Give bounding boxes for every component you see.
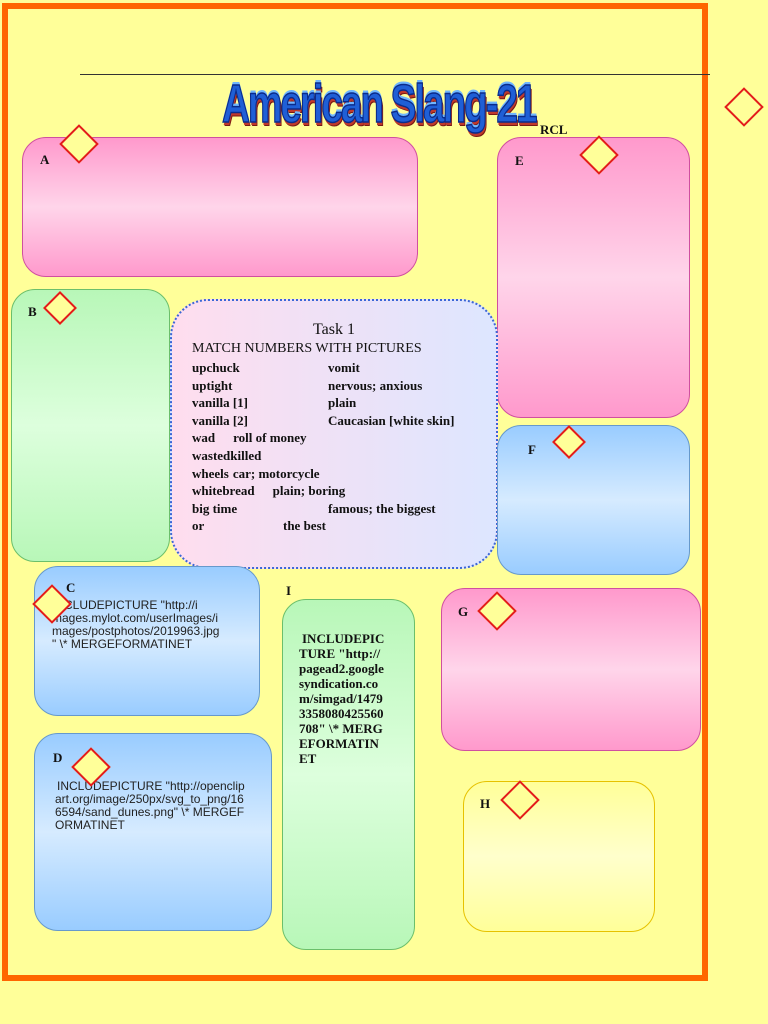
box-label-a: A	[40, 152, 50, 167]
picture-box-h: H	[463, 781, 655, 932]
box-label-g: G	[458, 604, 469, 619]
vocab-definition: Caucasian [white skin]	[328, 412, 455, 428]
box-label-i: I	[286, 583, 292, 598]
picture-box-e: E	[497, 137, 690, 418]
vocab-row: whitebread plain; boring	[192, 482, 492, 500]
picture-box-i: INCLUDEPIC TURE "http:// pagead2.google …	[282, 599, 415, 950]
author-initials: RCL	[540, 122, 568, 137]
vocab-definition: vomit	[328, 360, 360, 375]
picture-box-f: F	[497, 425, 690, 575]
field-line: m/simgad/1479	[299, 691, 383, 706]
field-line: INCLUDEPICTURE "http://i	[52, 598, 198, 612]
box-label-d: D	[53, 750, 63, 765]
vocab-definition: the best	[283, 518, 326, 534]
field-line: " \* MERGEFORMATINET	[52, 637, 193, 651]
picture-box-b: B	[11, 289, 170, 562]
image-field-code-i: INCLUDEPIC TURE "http:// pagead2.google …	[299, 631, 384, 766]
vocab-term: uptight	[192, 377, 233, 393]
page-border	[2, 3, 708, 981]
vocab-list: upchuck vomit uptight nervous; anxious van…	[192, 359, 492, 535]
vocab-term: wad	[192, 430, 216, 446]
vocab-row: vanilla [2] Caucasian [white skin]	[192, 412, 492, 430]
vocab-term: wheels	[192, 465, 229, 481]
box-label-b: B	[28, 304, 37, 319]
task-heading: Task 1	[313, 321, 355, 338]
field-line: mages/postphotos/2019963.jpg	[52, 624, 220, 638]
vocab-term: whitebread	[192, 483, 255, 499]
vocab-term: or	[192, 518, 205, 534]
vocab-term: vanilla [2]	[192, 412, 248, 428]
vocab-term: wasted	[192, 447, 231, 463]
image-field-code-d: INCLUDEPICTURE "http://openclip art.org/…	[55, 780, 245, 832]
box-label-c: C	[66, 580, 76, 595]
vocab-term: upchuck	[192, 360, 240, 375]
vocab-definition: roll of money	[233, 430, 307, 446]
field-line: EFORMATIN	[299, 736, 379, 751]
vocab-row: upchuck vomit	[192, 359, 492, 377]
field-line: TURE "http://	[299, 646, 381, 661]
picture-box-a: A	[22, 137, 418, 277]
picture-box-d: D INCLUDEPICTURE "http://openclip art.or…	[34, 733, 272, 931]
vocab-row: wad roll of money	[192, 429, 492, 447]
vocab-definition: plain; boring	[272, 483, 346, 499]
header-rule	[80, 74, 710, 75]
field-line: ET	[299, 751, 317, 766]
task-instruction: MATCH NUMBERS WITH PICTURES	[192, 341, 422, 356]
field-line: 6594/sand_dunes.png" \* MERGEF	[55, 805, 245, 819]
vocab-term: big time	[192, 500, 238, 516]
vocab-definition: car; motorcycle	[232, 465, 320, 481]
picture-box-c: C INCLUDEPICTURE "http://i mages.mylot.c…	[34, 566, 260, 716]
field-line: INCLUDEPIC	[302, 631, 385, 646]
vocab-definition: nervous; anxious	[328, 377, 423, 393]
task-panel: Task 1 MATCH NUMBERS WITH PICTURES upchu…	[170, 299, 498, 569]
vocab-row: or the best	[192, 517, 492, 535]
vocab-definition: plain	[328, 395, 357, 411]
vocab-row: big time famous; the biggest	[192, 500, 492, 518]
field-line: 708" \* MERG	[299, 721, 383, 736]
field-line: 3358080425560	[299, 706, 384, 721]
box-label-e: E	[515, 153, 524, 168]
field-line: art.org/image/250px/svg_to_png/16	[55, 792, 244, 806]
diamond-marker-margin	[724, 87, 764, 127]
vocab-definition: famous; the biggest	[328, 500, 436, 516]
field-line: ORMATINET	[55, 818, 125, 832]
vocab-term: vanilla [1]	[192, 395, 248, 411]
vocab-row: uptight nervous; anxious	[192, 377, 492, 395]
box-label-h: H	[480, 796, 491, 811]
vocab-definition: killed	[230, 447, 262, 463]
field-line: INCLUDEPICTURE "http://openclip	[57, 779, 245, 793]
field-line: mages.mylot.com/userImages/i	[52, 611, 219, 625]
vocab-row: vanilla [1] plain	[192, 394, 492, 412]
page-title: American Slang-21	[221, 73, 538, 135]
field-line: pagead2.google	[299, 661, 384, 676]
field-line: syndication.co	[299, 676, 379, 691]
box-label-f: F	[528, 442, 536, 457]
image-field-code-c: INCLUDEPICTURE "http://i mages.mylot.com…	[52, 599, 219, 651]
